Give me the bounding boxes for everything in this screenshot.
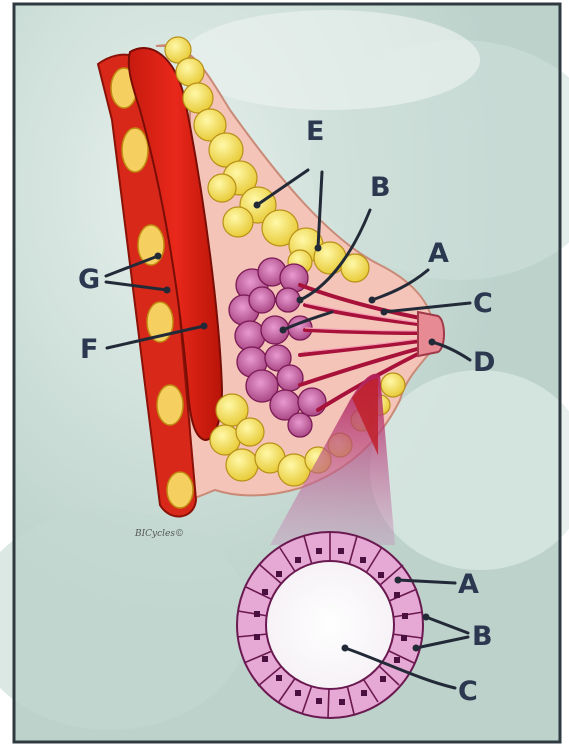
label-B: B <box>370 172 391 203</box>
inset-label-C: C <box>458 676 478 707</box>
label-A: A <box>428 238 449 269</box>
inset-label-A: A <box>458 569 479 600</box>
inset-label-B: B <box>472 621 493 652</box>
nipple <box>418 312 444 356</box>
alveolus-cross-section <box>237 532 423 718</box>
label-F: F <box>80 334 98 365</box>
label-C: C <box>473 288 493 319</box>
label-G: G <box>78 264 100 295</box>
artist-signature: BICycles© <box>134 529 184 539</box>
alveolus-lumen <box>266 561 394 689</box>
label-D: D <box>473 347 495 378</box>
label-E: E <box>306 116 324 147</box>
